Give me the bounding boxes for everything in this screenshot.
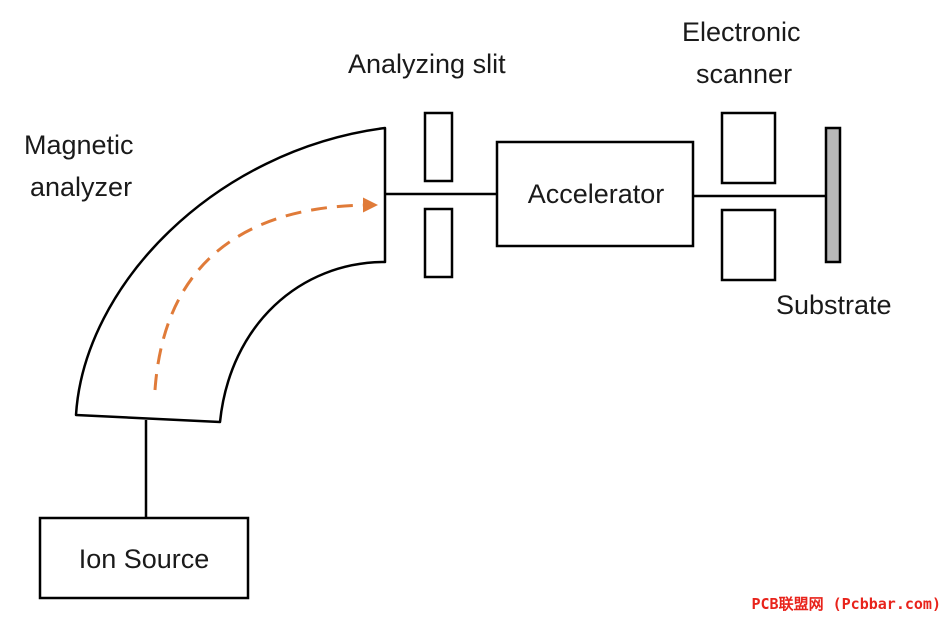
accelerator-label: Accelerator	[528, 179, 665, 209]
substrate-plate	[824, 126, 842, 264]
magnetic-analyzer-label-line1: Magnetic	[24, 130, 134, 160]
ion-beam-path-arrow	[153, 197, 378, 391]
accelerator-box	[495, 140, 695, 248]
magnetic-analyzer-tube	[74, 126, 387, 424]
electronic-scanner-lower-plate	[720, 208, 777, 282]
magnetic-analyzer-label-line2: analyzer	[30, 172, 132, 202]
ion-source-label: Ion Source	[79, 544, 210, 574]
analyzing-slit-upper	[423, 111, 454, 183]
substrate-label: Substrate	[776, 290, 892, 320]
electronic-scanner-upper-plate	[720, 111, 777, 185]
electronic-scanner-label-line2: scanner	[696, 59, 792, 89]
watermark-text: PCB联盟网 (Pcbbar.com)	[752, 595, 942, 613]
ion-source-box	[38, 516, 250, 600]
analyzing-slit-label: Analyzing slit	[348, 49, 506, 79]
electronic-scanner-label-line1: Electronic	[682, 17, 801, 47]
analyzing-slit-lower	[423, 207, 454, 279]
